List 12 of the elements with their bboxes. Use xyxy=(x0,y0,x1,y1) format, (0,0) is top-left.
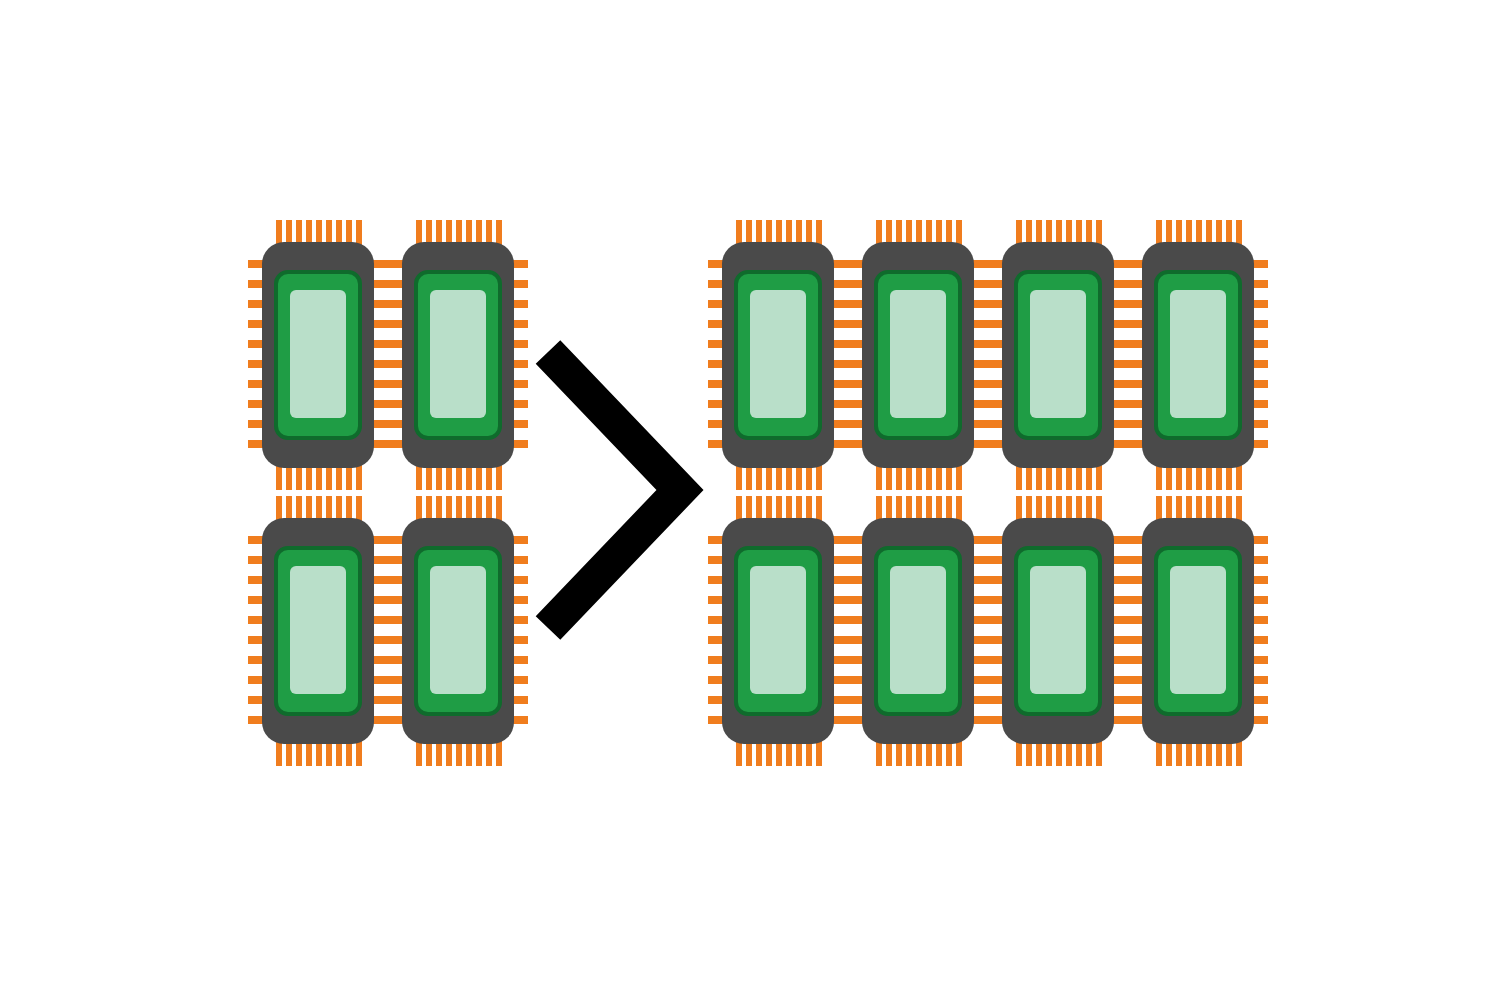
microchip xyxy=(388,220,528,490)
microchip xyxy=(388,496,528,766)
microchip xyxy=(848,496,988,766)
microchip xyxy=(1128,220,1268,490)
microchip xyxy=(708,496,848,766)
microchip xyxy=(848,220,988,490)
microchip xyxy=(708,220,848,490)
microchip xyxy=(988,220,1128,490)
microchip xyxy=(1128,496,1268,766)
microchip xyxy=(248,220,388,490)
microchip xyxy=(248,496,388,766)
microchip xyxy=(988,496,1128,766)
